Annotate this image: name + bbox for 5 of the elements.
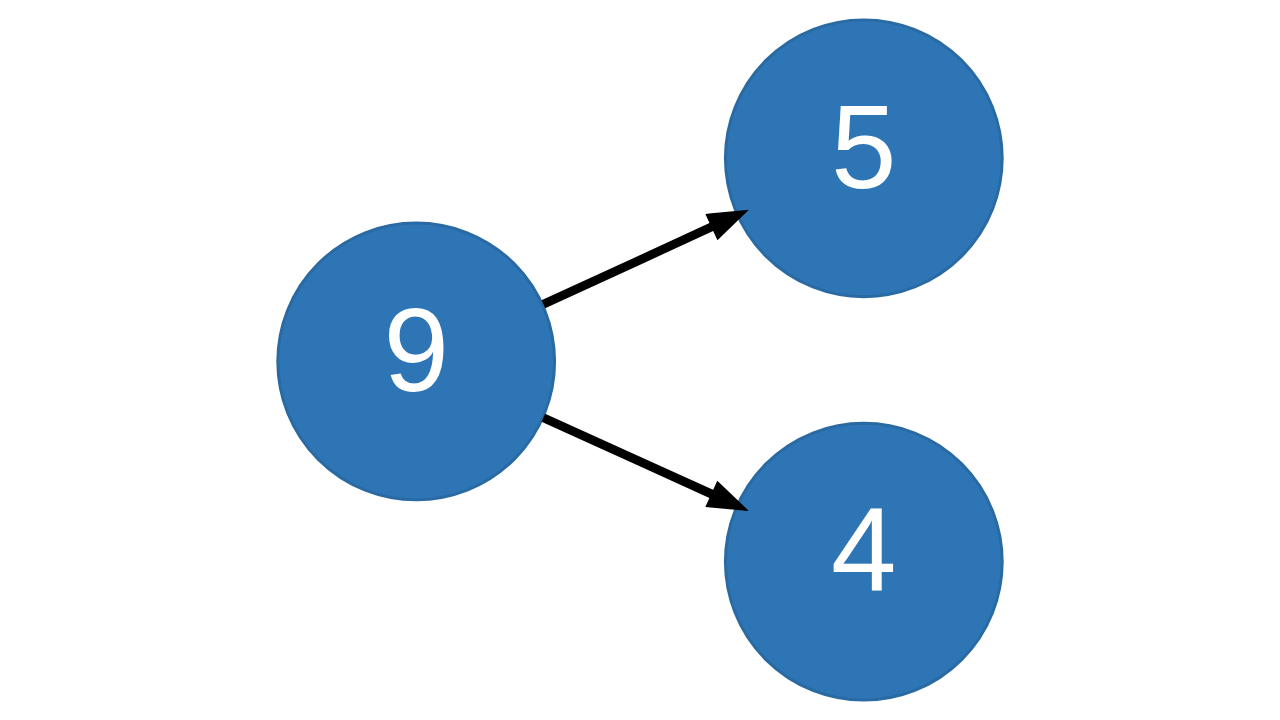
arrow xyxy=(541,413,749,511)
node-circle: 4 xyxy=(723,421,1004,702)
node-circle: 9 xyxy=(276,221,557,502)
node-circle: 5 xyxy=(723,18,1004,299)
arrow xyxy=(541,209,749,309)
